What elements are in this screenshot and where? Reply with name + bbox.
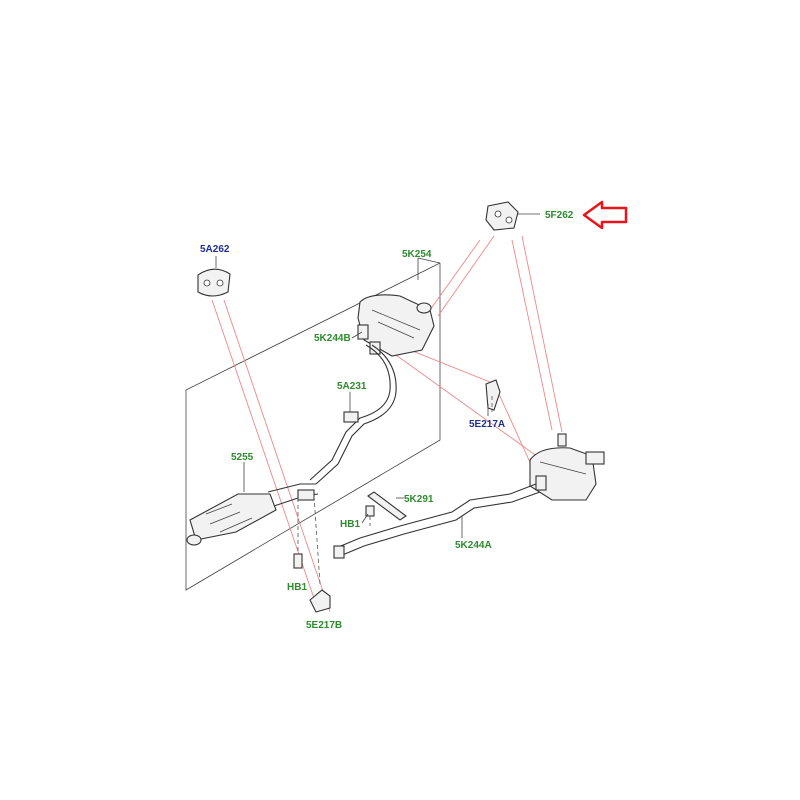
mounting-rubber-5a262 (197, 256, 231, 297)
label-5f262: 5F262 (545, 210, 574, 221)
label-hb1-lower: HB1 (287, 582, 307, 593)
label-5k254: 5K254 (402, 249, 432, 260)
intermediate-pipe (309, 344, 397, 485)
bolt-hb1-lower (293, 498, 303, 569)
rear-silencer-right (529, 433, 605, 501)
heat-shield-5k291 (365, 491, 407, 526)
label-hb1-upper: HB1 (340, 519, 360, 530)
section-frame (185, 257, 441, 591)
bracket-5e217b (309, 495, 331, 613)
label-5k244b: 5K244B (314, 333, 351, 344)
mounting-rubber-5f262 (485, 201, 540, 231)
label-ties (243, 331, 489, 538)
label-5k291: 5K291 (404, 494, 434, 505)
label-5255: 5255 (231, 452, 254, 463)
label-5a231: 5A231 (337, 381, 367, 392)
label-5e217b: 5E217B (306, 620, 342, 631)
label-5a262: 5A262 (200, 244, 230, 255)
red-outline-arrow-icon (582, 200, 628, 230)
front-silencer-5255 (186, 483, 319, 546)
label-5e217a: 5E217A (469, 419, 505, 430)
rear-silencer-5k254 (357, 294, 435, 357)
leader-lines (211, 235, 563, 613)
label-5k244a: 5K244A (455, 540, 492, 551)
part-labels: 5F262 5A262 5K254 5K244B 5A231 5E217A 52… (200, 210, 574, 631)
rear-pipe-5k244a (333, 483, 541, 559)
